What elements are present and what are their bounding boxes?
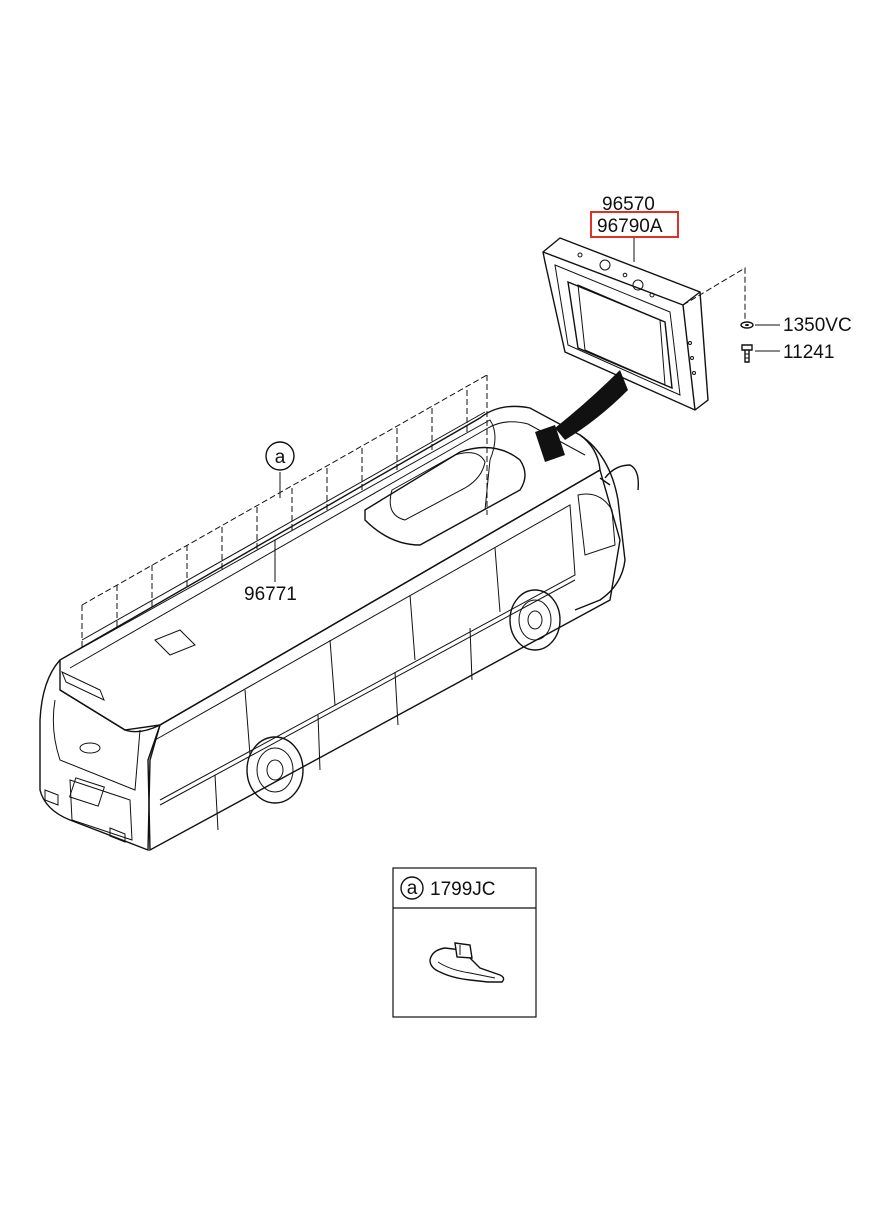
detail-callout-letter: a <box>407 878 418 899</box>
callout-a: a <box>265 441 295 471</box>
washer-icon <box>740 321 754 329</box>
part-11241-label: 11241 <box>783 342 834 363</box>
harness-route <box>77 374 496 651</box>
bolt-icon <box>741 344 753 363</box>
part-96790A-label: 96790A <box>597 216 663 237</box>
monitor-illustration <box>542 237 746 411</box>
detail-box-a: a 1799JC <box>392 867 537 1018</box>
cable-tie-icon <box>429 942 505 983</box>
part-1799JC-label: 1799JC <box>430 879 496 900</box>
part-96771-label: 96771 <box>244 584 297 605</box>
callout-a-letter: a <box>275 447 286 468</box>
part-1350VC-label: 1350VC <box>783 315 852 336</box>
highlight-box <box>590 211 679 238</box>
bus-illustration <box>39 370 640 852</box>
part-96570-label: 96570 <box>602 194 655 215</box>
